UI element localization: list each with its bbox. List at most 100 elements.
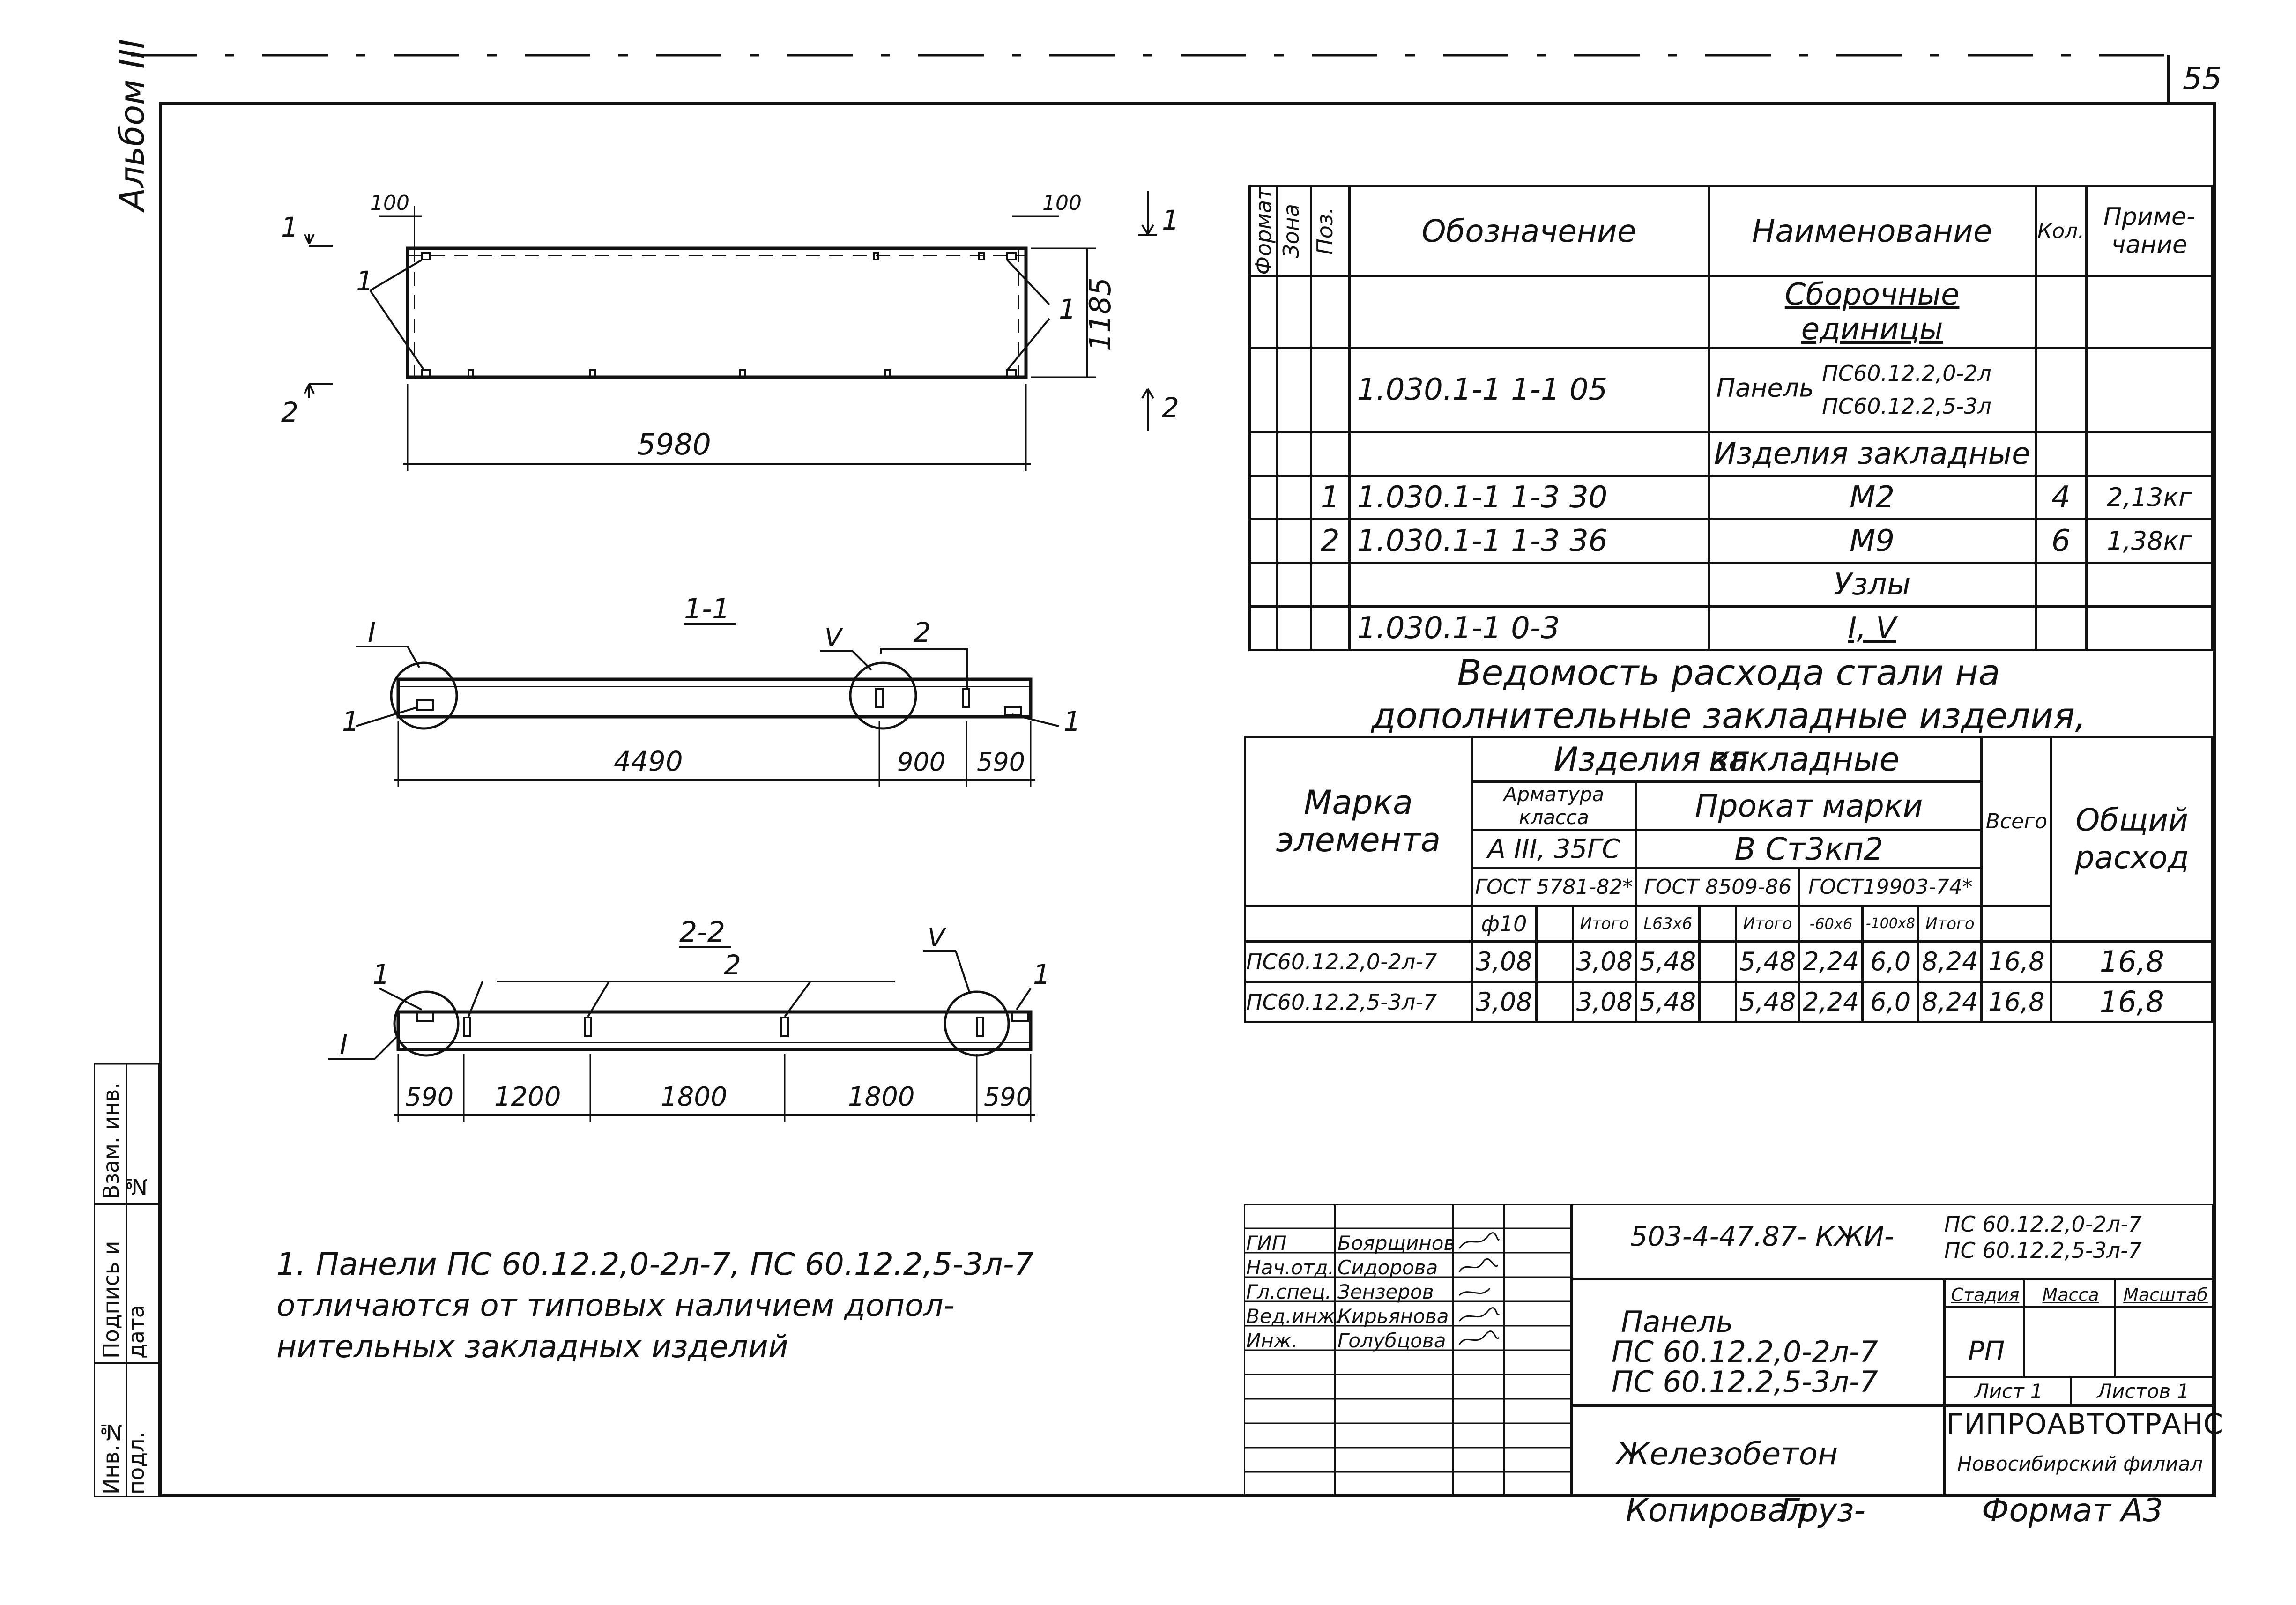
- plan-width-dim: 5980: [637, 427, 711, 461]
- spec-h-format: Формат: [1251, 187, 1276, 275]
- steel-row: ПС60.12.2,0-2л-7 3,08 3,08 5,48 5,48 2,2…: [1244, 940, 2214, 983]
- spec-h-note: Приме-чание: [2085, 185, 2214, 277]
- section-2-dim-2: 1800: [661, 1082, 728, 1112]
- stamp-title-2: ПС 60.12.2,0-2л-7: [1612, 1335, 1878, 1369]
- section-1-pos-1b: 1: [1063, 706, 1081, 737]
- stamp-title-3: ПС 60.12.2,5-3л-7: [1612, 1365, 1878, 1399]
- spec-designation: 1.030.1-1 0-3: [1348, 605, 1710, 651]
- stamp-person: Кирьянова: [1337, 1305, 1449, 1328]
- stamp-role: ГИП: [1246, 1232, 1287, 1255]
- steel-mark: ПС60.12.2,0-2л-7: [1244, 940, 1473, 983]
- spec-name: М2: [1707, 474, 2037, 520]
- steel-h-rolled-gost-2: ГОСТ19903-74*: [1798, 867, 1983, 907]
- spec-note: 2,13кг: [2085, 474, 2214, 520]
- spec-section-assembly: Сборочные единицы: [1707, 275, 2037, 349]
- steel-val: 5,48: [1735, 940, 1801, 983]
- steel-val: 5,48: [1635, 940, 1701, 983]
- section-mark-1-left: 1: [281, 211, 298, 243]
- steel-val: [1698, 940, 1738, 983]
- stamp-code-a: ПС 60.12.2,0-2л-7: [1944, 1211, 2142, 1237]
- spec-pos: 1: [1309, 474, 1351, 520]
- steel-h-rolled: Прокат марки: [1635, 780, 1983, 831]
- section-2-dim-1: 1200: [494, 1082, 561, 1112]
- steel-sub-0: ф10: [1470, 905, 1538, 943]
- spec-h-qty: Кол.: [2034, 185, 2088, 277]
- steel-table: Марка элемента Изделия закладные Всего О…: [1244, 736, 2214, 1023]
- left-strip: Инв.№ подл. Подпись и дата Взам. инв.№: [94, 1063, 159, 1497]
- steel-sub-6: -60x6: [1798, 905, 1864, 943]
- stamp-sheet: Лист 1: [1974, 1380, 2043, 1403]
- signatures: [1458, 1232, 1500, 1345]
- stamp-person: Зензеров: [1337, 1280, 1434, 1303]
- section-2-title: 2-2: [679, 918, 725, 949]
- steel-sub-4: [1698, 905, 1738, 943]
- section-1-node-1: I: [368, 617, 376, 648]
- stamp-title: Панель ПС 60.12.2,0-2л-7 ПС 60.12.2,5-3л…: [1612, 1307, 1878, 1397]
- steel-sub-8: Итого: [1917, 905, 1983, 943]
- spec-designation: 1.030.1-1 1-3 36: [1348, 518, 1710, 564]
- section-1-dim-0: 4490: [614, 745, 683, 777]
- steel-total: 16,8: [1980, 981, 2053, 1023]
- replaced-inv-label: Взам. инв.№: [98, 1082, 149, 1199]
- plan-callout-left: 1: [356, 265, 373, 297]
- steel-sub-2: Итого: [1571, 905, 1638, 943]
- section-1-pos-2: 2: [914, 617, 931, 648]
- spec-row: 1.030.1-1 1-1 05 Панель ПС60.12.2,0-2л П…: [1248, 346, 2214, 433]
- footer-copied-signature: Груз-: [1780, 1492, 1865, 1529]
- steel-sub-3: L63x6: [1635, 905, 1701, 943]
- spec-h-name: Наименование: [1707, 185, 2037, 277]
- steel-h-armature: Арматура класса: [1470, 780, 1638, 831]
- spec-pos: 2: [1309, 518, 1351, 564]
- stamp-sheets: Листов 1: [2097, 1380, 2190, 1403]
- spec-designation: 1.030.1-1 1-3 30: [1348, 474, 1710, 520]
- section-mark-2-left: 2: [281, 396, 298, 428]
- steel-val: 5,48: [1735, 981, 1801, 1023]
- section-2-pos-2: 2: [724, 949, 741, 981]
- section-2-pos-1b: 1: [1033, 959, 1050, 990]
- stamp-role: Нач.отд.: [1246, 1256, 1335, 1279]
- top-cut-line: [131, 54, 2167, 57]
- steel-title-line-2: дополнительные закладные изделия, кг: [1371, 695, 2087, 780]
- album-label: Альбом III: [112, 38, 152, 211]
- sign-date-label: Подпись и дата: [98, 1241, 149, 1359]
- plan-view: 5980 1185 100 100 1 1 1 1 2 2: [281, 191, 1179, 471]
- steel-h-armature-class: А III, 35ГС: [1470, 829, 1638, 869]
- title-block-lines: [1244, 1204, 2214, 1497]
- spec-name: I, V: [1707, 605, 2037, 651]
- steel-table-title: Ведомость расхода стали на дополнительны…: [1349, 651, 2108, 780]
- section-1-1: 1-1 I 1 V 2 1 4490 900 590: [342, 595, 1081, 787]
- steel-row: ПС60.12.2,5-3л-7 3,08 3,08 5,48 5,48 2,2…: [1244, 981, 2214, 1023]
- steel-h-rolled-gost-1: ГОСТ 8509-86: [1635, 867, 1801, 907]
- spec-qty: 6: [2034, 518, 2088, 564]
- steel-h-overall: Общий расход: [2050, 736, 2214, 943]
- stamp-roles: ГИП Нач.отд. Гл.спец. Вед.инж. Инж.: [1246, 1231, 1341, 1353]
- plan-callout-right: 1: [1059, 293, 1076, 325]
- steel-h-armature-gost: ГОСТ 5781-82*: [1470, 867, 1638, 907]
- section-mark-1-right: 1: [1162, 204, 1179, 236]
- section-mark-2-right: 2: [1162, 392, 1179, 424]
- section-1-pos-1a: 1: [342, 706, 359, 737]
- spec-note: 1,38кг: [2085, 518, 2214, 564]
- stamp-h-mass: Масса: [2042, 1285, 2099, 1305]
- stamp-person: Боярщинов: [1337, 1232, 1456, 1255]
- steel-val: 3,08: [1470, 940, 1538, 983]
- spec-row: Изделия закладные: [1248, 431, 2214, 477]
- spec-name: М9: [1707, 518, 2037, 564]
- steel-val: [1535, 981, 1574, 1023]
- steel-h-items: Изделия закладные: [1470, 736, 1983, 783]
- stamp-role: Гл.спец.: [1246, 1280, 1331, 1303]
- spec-section-embedded: Изделия закладные: [1707, 431, 2037, 477]
- footer-format: Формат А3: [1982, 1492, 2163, 1529]
- spec-designation: 1.030.1-1 1-1 05: [1348, 346, 1710, 433]
- sheet-number: 55: [2167, 55, 2235, 102]
- section-2-dim-4: 590: [984, 1082, 1032, 1112]
- footer-copied: Копировал: [1626, 1492, 1808, 1529]
- steel-overall: 16,8: [2050, 981, 2214, 1023]
- spec-row: 1.030.1-1 0-3 I, V: [1248, 605, 2214, 651]
- plan-edge-dim-left: 100: [370, 191, 409, 215]
- steel-val: 8,24: [1917, 981, 1983, 1023]
- stamp-org-1: ГИПРОАВТОТРАНС: [1947, 1408, 2223, 1441]
- steel-val: 8,24: [1917, 940, 1983, 983]
- spec-name-a: ПС60.12.2,0-2л: [1822, 361, 1991, 386]
- steel-val: 3,08: [1571, 940, 1638, 983]
